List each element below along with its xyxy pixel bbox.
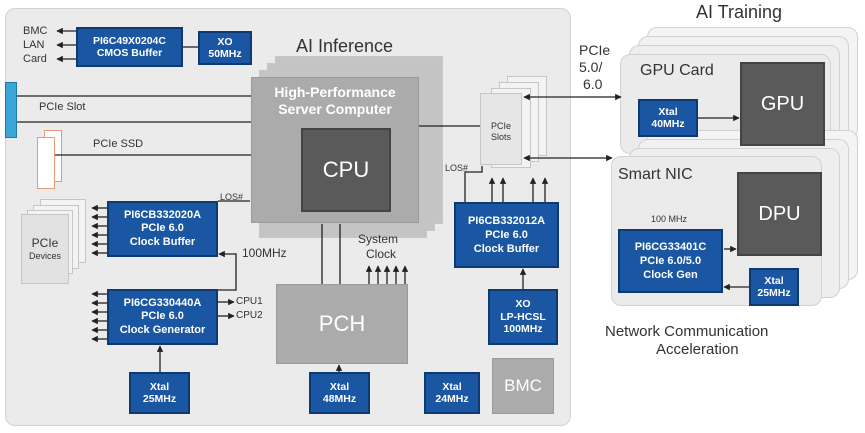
chip-xtal-40mhz: Xtal 40MHz (638, 99, 698, 137)
chip-clock-gen-nic-line2: PCIe 6.0/5.0 (639, 255, 702, 267)
chip-clock-buffer-left-line1: PI6CB332020A (123, 208, 202, 221)
cpu-label: CPU (322, 157, 370, 182)
chip-cmos-buffer: PI6C49X0204C CMOS Buffer (76, 27, 183, 67)
chip-xtal-25mhz-left-line1: Xtal (149, 380, 170, 393)
chip-clock-gen-nic-line1: PI6CG33401C (634, 241, 707, 253)
pcie-devices-block (21, 214, 69, 284)
chip-xo-50mhz-line1: XO (217, 35, 233, 48)
chip-clock-generator-left: PI6CG330440A PCIe 6.0 Clock Generator (107, 289, 218, 345)
chip-xtal-48mhz: Xtal 48MHz (309, 372, 370, 414)
chip-cmos-buffer-line2: CMOS Buffer (96, 47, 163, 59)
chip-clock-gen-nic: PI6CG33401C PCIe 6.0/5.0 Clock Gen (618, 229, 723, 293)
chip-clock-buffer-left-line2: PCIe 6.0 (141, 222, 184, 235)
chip-clock-buffer-right-line1: PI6CB332012A (467, 215, 546, 227)
chip-cmos-buffer-line1: PI6C49X0204C (93, 34, 166, 47)
chip-clock-generator-left-line1: PI6CG330440A (123, 296, 202, 309)
pcie-link-label-3: 6.0 (583, 76, 603, 92)
gpu-block: GPU (740, 62, 825, 146)
label-pcie-slot: PCIe Slot (39, 101, 86, 113)
chip-clock-generator-left-line3: Clock Generator (119, 323, 206, 336)
chip-xo-lp-hcsl: XO LP-HCSL 100MHz (488, 289, 558, 345)
pcie-ssd-front (37, 137, 55, 189)
chip-clock-buffer-left-line3: Clock Buffer (129, 235, 196, 248)
server-title-line2: Server Computer (278, 101, 392, 117)
chip-xtal-25mhz-nic: Xtal 25MHz (749, 268, 799, 306)
cpu-block: CPU (301, 128, 391, 212)
label-los-right: LOS# (445, 163, 469, 173)
server-title-line1: High-Performance (274, 84, 396, 100)
chip-xtal-24mhz: Xtal 24MHz (424, 372, 480, 414)
chip-xo-lp-hcsl-line3: 100MHz (503, 323, 543, 336)
label-nic-100mhz: 100 MHz (651, 214, 688, 224)
chip-xtal-24mhz-line1: Xtal (442, 380, 462, 393)
chip-clock-buffer-right: PI6CB332012A PCIe 6.0 Clock Buffer (454, 202, 559, 268)
ai-inference-title: AI Inference (296, 36, 394, 56)
pch-label: PCH (318, 311, 366, 336)
chip-clock-gen-nic-line3: Clock Gen (643, 269, 698, 281)
chip-xtal-25mhz-left: Xtal 25MHz (129, 372, 190, 414)
chip-xtal-25mhz-nic-line2: 25MHz (757, 287, 791, 299)
label-cpu2: CPU2 (236, 310, 263, 321)
bmc-block-label: BMC (504, 376, 542, 395)
chip-xtal-25mhz-nic-line1: Xtal (764, 274, 784, 287)
gpu-label: GPU (760, 92, 805, 115)
chip-clock-buffer-right-line2: PCIe 6.0 (485, 229, 528, 241)
label-los-left: LOS# (220, 192, 244, 202)
pcie-slots-label-2: Slots (490, 132, 511, 142)
chip-xo-lp-hcsl-line1: XO (515, 298, 531, 311)
label-100mhz-left: 100MHz (242, 246, 287, 260)
pcie-devices-label-1: PCIe (31, 236, 59, 250)
chip-xtal-40mhz-line2: 40MHz (651, 118, 685, 130)
pcie-link-label-2: 5.0/ (579, 59, 603, 75)
ai-training-title: AI Training (696, 2, 783, 22)
chip-xtal-25mhz-left-line2: 25MHz (142, 393, 177, 405)
network-caption-line2: Acceleration (656, 341, 739, 358)
label-card: Card (23, 53, 47, 65)
pcie-slots-label-1: PCIe (490, 121, 511, 131)
dpu-block: DPU (737, 172, 822, 256)
chip-xo-50mhz-line2: 50MHz (208, 48, 242, 60)
chip-xo-50mhz: XO 50MHz (198, 31, 252, 65)
gpu-card-title: GPU Card (640, 62, 714, 79)
chip-clock-buffer-left: PI6CB332020A PCIe 6.0 Clock Buffer (107, 201, 218, 257)
chip-clock-buffer-right-line3: Clock Buffer (473, 243, 540, 255)
pcie-slots-block (480, 93, 522, 165)
chip-xtal-48mhz-line2: 48MHz (322, 393, 357, 405)
label-lan: LAN (23, 39, 45, 51)
bmc-block: BMC (492, 358, 554, 414)
pcie-slot-connector (5, 82, 17, 138)
dpu-label: DPU (758, 202, 801, 225)
label-system-clock-1: System (358, 232, 399, 246)
label-cpu1: CPU1 (236, 296, 263, 307)
chip-xtal-48mhz-line1: Xtal (329, 380, 350, 393)
pcie-devices-label-2: Devices (28, 251, 61, 261)
chip-xtal-40mhz-line1: Xtal (658, 105, 678, 118)
network-caption-line1: Network Communication (605, 323, 769, 340)
chip-clock-generator-left-line2: PCIe 6.0 (141, 310, 184, 323)
smart-nic-title: Smart NIC (618, 166, 693, 183)
label-pcie-ssd: PCIe SSD (93, 138, 144, 150)
chip-xo-lp-hcsl-line2: LP-HCSL (500, 310, 546, 323)
label-system-clock-2: Clock (366, 247, 397, 261)
chip-xtal-24mhz-line2: 24MHz (435, 393, 469, 405)
label-bmc: BMC (23, 25, 48, 37)
pch-block: PCH (276, 284, 408, 364)
pcie-link-label-1: PCIe (579, 42, 611, 58)
